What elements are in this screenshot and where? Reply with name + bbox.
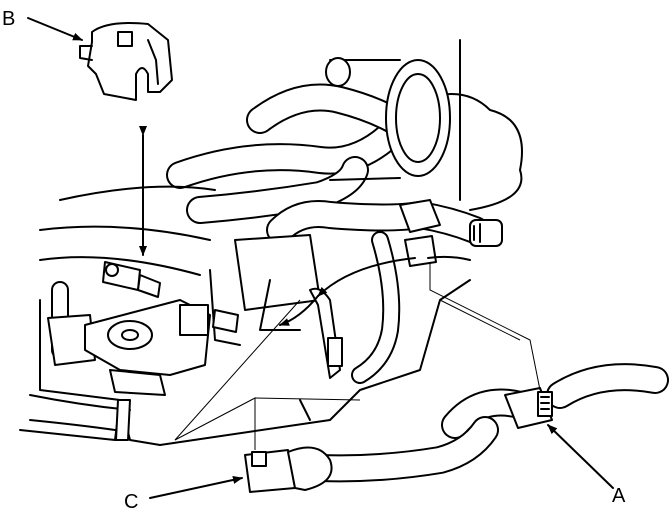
pointer-arrow-icon: [149, 476, 243, 499]
arrow-tail: [427, 255, 471, 261]
pointer-arrow-icon: [547, 424, 614, 489]
callout-a: A: [547, 424, 626, 507]
small-sensor: [102, 261, 239, 333]
callout-c: C: [124, 476, 243, 513]
removal-arrows: [139, 126, 471, 326]
pointer-arrow-icon: [27, 17, 83, 41]
curved-arrow-icon: [279, 295, 319, 326]
round-canister: [325, 57, 451, 181]
upper-right-connector: [399, 199, 503, 267]
removed-part-a: [441, 363, 669, 439]
callout-c-label: C: [124, 491, 138, 513]
callout-a-label: A: [612, 485, 626, 507]
left-bracket-assembly: [47, 299, 211, 441]
curved-arrow-icon: [317, 257, 416, 297]
removed-hose-c: [244, 416, 499, 493]
callout-b: B: [2, 8, 83, 41]
removed-part-b: [79, 22, 173, 101]
callout-b-label: B: [2, 8, 15, 30]
center-bracket: [209, 234, 343, 379]
